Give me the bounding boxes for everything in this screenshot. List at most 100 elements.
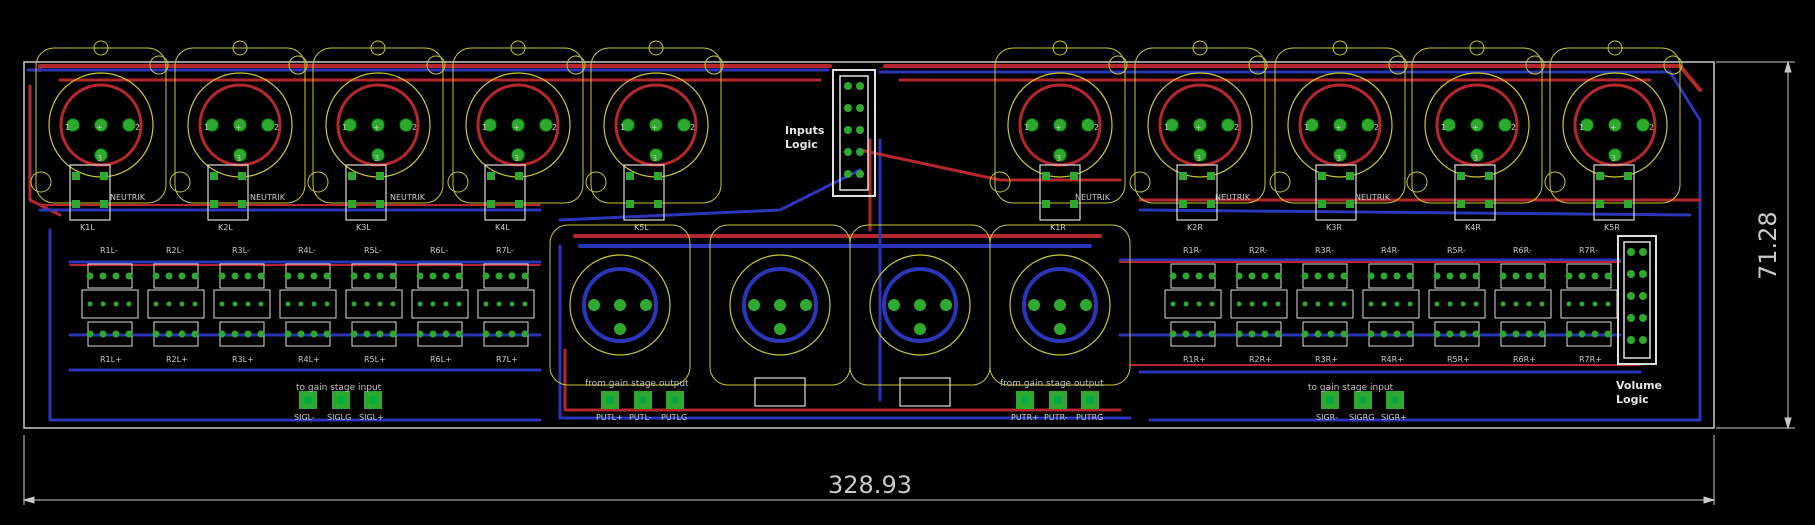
pad: [1236, 301, 1242, 307]
pad: [1591, 330, 1599, 338]
neutrik-label: NEUTRIK: [110, 193, 146, 202]
xlr-pin-pad: [1081, 118, 1095, 132]
relay: K1L: [69, 164, 111, 232]
components: 1+231+231+231+231+231+231+231+231+231+23…: [30, 40, 1683, 409]
pad: [1314, 330, 1322, 338]
pad: [1169, 272, 1177, 280]
pad: [284, 272, 292, 280]
pad: [1340, 272, 1348, 280]
latch-circle: [1469, 40, 1485, 56]
header-pin: [844, 82, 852, 90]
terminal-pad-hole: [639, 396, 647, 404]
pad: [1302, 301, 1308, 307]
relay-pad: [1485, 172, 1493, 180]
pad: [112, 330, 120, 338]
mount-hole: [1108, 55, 1128, 75]
relay-label: K4R: [1465, 223, 1481, 232]
pad: [1327, 330, 1335, 338]
latch-circle: [648, 40, 664, 56]
pad: [1393, 272, 1401, 280]
relay: K1R: [1039, 164, 1081, 232]
neutrik-label: NEUTRIK: [1075, 193, 1111, 202]
xlr-pin-label-plus: +: [1472, 123, 1479, 132]
header-pin: [844, 148, 852, 156]
pad: [429, 330, 437, 338]
pad: [1472, 272, 1480, 280]
xlr-pin-label-2: 2: [552, 123, 557, 132]
resistor-label-bottom: R6R+: [1513, 355, 1536, 364]
terminal-pad-hole: [606, 396, 614, 404]
terminal-pad-hole: [1054, 396, 1062, 404]
mount-hole: [1269, 171, 1291, 193]
terminal-pad-hole: [1021, 396, 1029, 404]
xlr-pin-pad: [371, 148, 385, 162]
pad: [1275, 301, 1281, 307]
xlr-pin-label-plus: +: [651, 123, 658, 132]
mount-hole: [1406, 171, 1428, 193]
xlr-pin-pad: [1165, 118, 1179, 132]
resistor-label-top: R2R-: [1249, 246, 1268, 255]
volume-logic-label-line1: Volume: [1616, 379, 1662, 392]
pad: [1341, 301, 1347, 307]
relay-body: [345, 164, 387, 221]
mount-hole: [1129, 171, 1151, 193]
width-dimension: [22, 435, 1716, 505]
relay-body: [623, 164, 665, 221]
pad: [1578, 272, 1586, 280]
terminal-pad-label: SIGRG: [1349, 413, 1374, 422]
pad: [482, 272, 490, 280]
pad: [1406, 330, 1414, 338]
resistor-label-bottom: R1R+: [1183, 355, 1206, 364]
pad: [1235, 330, 1243, 338]
terminal-pad-label: PUTL+: [596, 413, 623, 422]
xlr-pin-pad: [66, 118, 80, 132]
resistor-label-top: R6L-: [430, 246, 448, 255]
pad: [165, 330, 173, 338]
pad: [125, 272, 133, 280]
pad: [1447, 301, 1453, 307]
pad: [323, 272, 331, 280]
resistor-label-top: R5L-: [364, 246, 382, 255]
pad: [1499, 330, 1507, 338]
xlr-pin-pad: [539, 118, 553, 132]
xlr-pin-label-1: 1: [482, 123, 487, 132]
relay-ic: [477, 289, 535, 319]
mount-hole: [704, 55, 724, 75]
resistor-group: R7L-R7L+: [477, 246, 535, 364]
resistor-label-top: R4L-: [298, 246, 316, 255]
relay-pad: [1485, 200, 1493, 208]
xlr-pin-label-3: 3: [514, 154, 519, 163]
xlr-pin-label-1: 1: [1441, 123, 1446, 132]
relay: K4R: [1454, 164, 1496, 232]
pad: [1301, 272, 1309, 280]
pad: [1433, 272, 1441, 280]
pad: [1538, 272, 1546, 280]
header-pin: [1627, 292, 1635, 300]
xlr-connector: 1+23: [447, 40, 586, 204]
width-dimension-label: 328.93: [828, 471, 912, 499]
pad: [86, 330, 94, 338]
relay-ic: [81, 289, 139, 319]
pad: [1327, 272, 1335, 280]
header-pin: [844, 104, 852, 112]
xlr-pin-pad: [1608, 148, 1622, 162]
relay-pad: [1207, 200, 1215, 208]
xlr-pin-pad: [1054, 323, 1066, 335]
xlr-pin-label-plus: +: [235, 123, 242, 132]
pad: [1274, 272, 1282, 280]
mount-hole: [1525, 55, 1545, 75]
pad: [1195, 272, 1203, 280]
xlr-pin-pad: [1221, 118, 1235, 132]
pad: [99, 330, 107, 338]
header-pin: [856, 104, 864, 112]
relay-pad: [1624, 200, 1632, 208]
resistor-group: R3R-R3R+: [1296, 246, 1354, 364]
pad: [363, 272, 371, 280]
pad: [364, 301, 370, 307]
small-relay: [754, 377, 806, 407]
pad: [1499, 272, 1507, 280]
pad: [100, 301, 106, 307]
xlr-pin-label-2: 2: [690, 123, 695, 132]
xlr-pin-pad: [399, 118, 413, 132]
